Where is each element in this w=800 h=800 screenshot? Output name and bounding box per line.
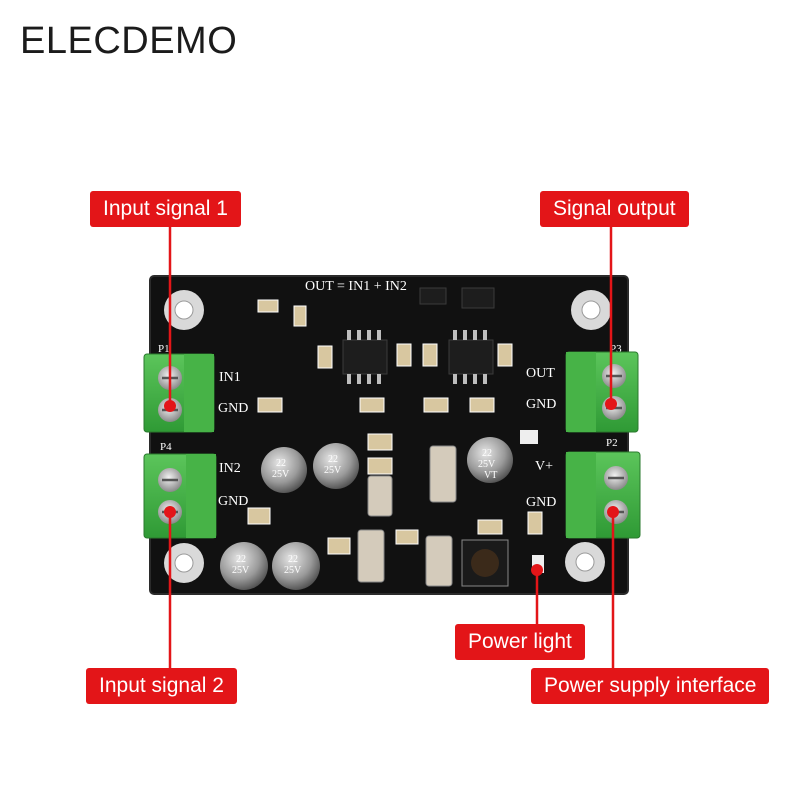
led-d6: [520, 430, 538, 444]
svg-text:25V: 25V: [284, 565, 302, 576]
callout-input-signal-1: Input signal 1: [90, 191, 241, 227]
callout-power-light: Power light: [455, 624, 585, 660]
silk-gnd-1: GND: [218, 401, 248, 416]
svg-text:22: 22: [236, 554, 246, 565]
brand-title: ELECDEMO: [20, 20, 238, 62]
svg-text:25V: 25V: [324, 465, 342, 476]
led-d4: [532, 555, 544, 573]
svg-text:22: 22: [482, 448, 492, 459]
svg-text:22: 22: [328, 454, 338, 465]
silk-vplus: V+: [535, 459, 553, 474]
ic-pins: [347, 330, 487, 384]
svg-text:22: 22: [276, 458, 286, 469]
silk-gnd-2: GND: [218, 494, 248, 509]
tantalum-caps: [357, 445, 457, 587]
electrolytic-capacitors: 22 25V 22 25V 22 25V VT 22 25V 22 25V: [220, 437, 513, 590]
svg-text:25V: 25V: [272, 469, 290, 480]
svg-text:VT: VT: [484, 470, 497, 481]
callout-power-supply-interface: Power supply interface: [531, 668, 770, 704]
silk-p4: P4: [160, 441, 172, 453]
silk-in1: IN1: [219, 370, 241, 385]
silk-gnd-3: GND: [526, 397, 556, 412]
callout-signal-output: Signal output: [540, 191, 689, 227]
terminal-input-2: [143, 453, 217, 539]
svg-text:25V: 25V: [232, 565, 250, 576]
smd-components: [247, 299, 543, 555]
silk-out: OUT: [526, 366, 555, 381]
terminal-input-1: [143, 353, 215, 433]
callout-input-signal-2: Input signal 2: [86, 668, 237, 704]
silk-gnd-4: GND: [526, 495, 556, 510]
svg-text:22: 22: [288, 554, 298, 565]
terminal-signal-output: [565, 351, 639, 433]
mounting-holes: [164, 290, 611, 583]
svg-text:25V: 25V: [478, 459, 496, 470]
ic-chips: [342, 287, 495, 375]
silk-in2: IN2: [219, 461, 241, 476]
silk-p1: P1: [158, 343, 170, 355]
silk-p2: P2: [606, 437, 618, 449]
terminal-power-supply: [565, 451, 641, 539]
silk-formula: OUT = IN1 + IN2: [305, 279, 407, 294]
